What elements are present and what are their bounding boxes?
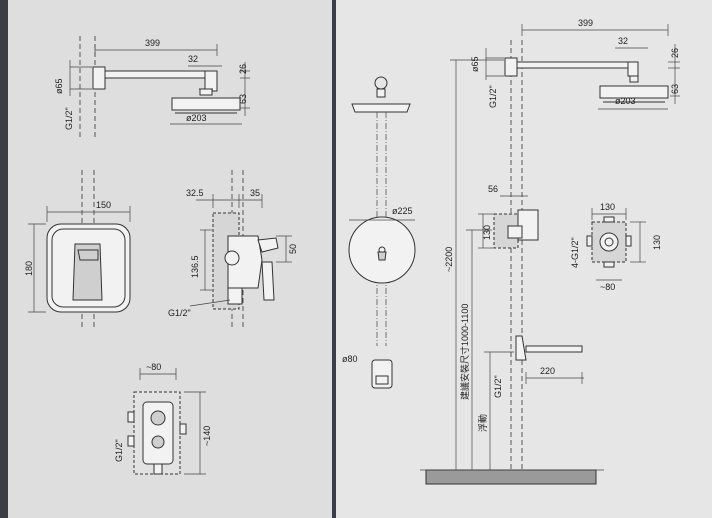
valve-inset-view: 130 130 4-G1/2" ~80 [570,202,662,292]
dim-35: 35 [250,188,260,198]
dim-g12-valve: G1/2" [168,308,191,318]
col-float: 浮動 [477,414,488,432]
col-dim-g12-top: G1/2" [488,85,498,108]
col-dim-o203: ø203 [615,96,636,106]
dim-140: ~140 [202,426,212,446]
dim-50: 50 [288,244,298,254]
dim-o80: ø80 [342,354,358,364]
dim-136-5: 136.5 [190,255,200,278]
front-view: ø225 ø80 [342,76,416,389]
embedded-box-view: ~80 ~140 G1/2" [114,362,212,475]
dim-o203: ø203 [186,113,207,123]
head-arm-view: 399 32 26 63 ø65 G1/2" ø203 [54,36,250,140]
col-dim-o65: ø65 [470,56,480,72]
col-dim-63: 63 [670,84,680,94]
inset-dim-130-side: 130 [652,235,662,250]
dim-g12: G1/2" [64,107,74,130]
inset-dim-80: ~80 [600,282,615,292]
dim-180: 180 [24,261,34,276]
col-dim-2200: ~2200 [444,247,454,272]
col-install-height: 建議安裝尺寸1000-1100 [459,304,470,400]
col-dim-56: 56 [488,184,498,194]
col-dim-130: 130 [482,225,492,240]
dim-g12-box: G1/2" [114,439,124,462]
col-dim-g12-low: G1/2" [493,375,503,398]
col-dim-26: 26 [670,48,680,58]
col-dim-32: 32 [618,36,628,46]
dim-o65: ø65 [54,78,64,94]
dim-o225: ø225 [392,206,413,216]
inset-dim-130-top: 130 [600,202,615,212]
dim-26: 26 [238,64,248,74]
dim-80-box: ~80 [146,362,161,372]
dim-32-5: 32.5 [186,188,204,198]
side-column-view: 399 32 26 63 ø65 G1/2" ø203 56 130 ~2200… [420,18,680,485]
valve-side-view: 32.5 35 50 136.5 G1/2" [168,170,298,330]
col-dim-220: 220 [540,366,555,376]
dim-32: 32 [188,54,198,64]
col-dim-399: 399 [578,18,593,28]
inset-dim-4-g12: 4-G1/2" [570,237,580,268]
dim-399: 399 [145,38,160,48]
dim-63: 63 [238,94,248,104]
cover-plate-view: 150 180 [24,170,131,330]
dim-150: 150 [96,200,111,210]
